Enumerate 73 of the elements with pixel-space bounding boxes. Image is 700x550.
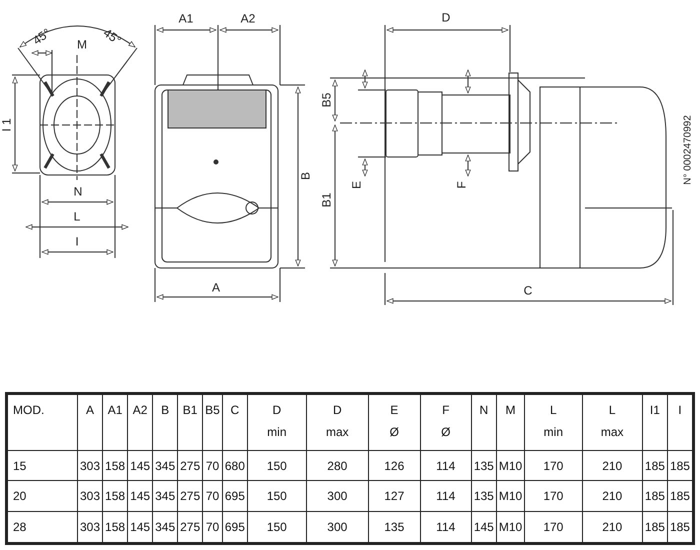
dimension-label: A <box>212 282 220 294</box>
dimension-label: B5 <box>320 92 334 108</box>
dimension-value: 280 <box>306 450 368 481</box>
column-heading: I1 <box>642 394 668 450</box>
dimension-value: 145 <box>128 480 153 512</box>
dimension-label: 45° <box>100 26 124 48</box>
column-heading: L min <box>524 394 582 450</box>
column-heading: L max <box>582 394 642 450</box>
column-heading: B <box>152 394 178 450</box>
column-heading: A <box>78 394 103 450</box>
column-heading: MOD. <box>6 394 78 450</box>
dimension-label: B <box>300 172 312 180</box>
dimension-value: 114 <box>420 450 472 481</box>
dimension-value: 300 <box>306 480 368 512</box>
column-heading: E Ø <box>368 394 420 450</box>
column-heading: B5 <box>202 394 222 450</box>
dimension-value: 70 <box>202 450 222 481</box>
dimension-value: 126 <box>368 450 420 481</box>
dimension-label: I 1 <box>0 118 14 132</box>
dimension-value: 170 <box>524 480 582 512</box>
dimension-value: 127 <box>368 480 420 512</box>
column-heading: N <box>471 394 496 450</box>
dimension-value: 158 <box>102 450 128 481</box>
column-heading: A2 <box>128 394 153 450</box>
dimension-value: 275 <box>178 450 203 481</box>
dimension-label: F <box>456 181 468 189</box>
dimension-value: 303 <box>78 480 103 512</box>
dimension-value: 158 <box>102 511 128 544</box>
dimension-value: M10 <box>496 480 525 512</box>
model-number: 20 <box>6 480 78 512</box>
dimension-value: 275 <box>178 511 203 544</box>
dimension-value: 345 <box>152 511 178 544</box>
dimension-label: D <box>442 12 450 24</box>
dimension-value: 150 <box>247 480 306 512</box>
dimension-label: A2 <box>240 12 256 26</box>
dimension-label: B1 <box>320 192 334 208</box>
dimension-value: 695 <box>222 480 248 512</box>
column-heading: F Ø <box>420 394 472 450</box>
column-heading: B1 <box>178 394 203 450</box>
dimension-value: 185 <box>642 480 668 512</box>
dimension-label: C <box>524 284 532 298</box>
column-heading: A1 <box>102 394 128 450</box>
dimension-value: 114 <box>420 480 472 512</box>
column-heading: D max <box>306 394 368 450</box>
dimension-value: 150 <box>247 450 306 481</box>
dimension-value: 680 <box>222 450 248 481</box>
dimension-value: 345 <box>152 450 178 481</box>
dimension-value: 70 <box>202 480 222 512</box>
dimension-value: 145 <box>128 450 153 481</box>
column-heading: D min <box>247 394 306 450</box>
dimension-value: 185 <box>642 450 668 481</box>
column-heading: C <box>222 394 248 450</box>
dimension-value: 135 <box>471 450 496 481</box>
dimension-label: I <box>75 236 79 248</box>
dimension-value: 345 <box>152 480 178 512</box>
dimension-value: M10 <box>496 450 525 481</box>
dimension-value: 210 <box>582 450 642 481</box>
column-heading: M <box>496 394 525 450</box>
dimension-value: 275 <box>178 480 203 512</box>
dimension-label: E <box>350 181 364 189</box>
dimension-value: 170 <box>524 450 582 481</box>
dimension-label: A1 <box>178 12 194 26</box>
drawing-number: N° 0002470992 <box>682 115 694 185</box>
dimension-label: M <box>77 38 87 52</box>
dimension-value: 210 <box>582 480 642 512</box>
dimension-value: 135 <box>471 480 496 512</box>
dimension-label: L <box>74 210 80 224</box>
dimension-value: 303 <box>78 450 103 481</box>
model-number: 15 <box>6 450 78 481</box>
dimension-value: 303 <box>78 511 103 544</box>
dimension-label: 45° <box>30 26 54 48</box>
dimension-label: N <box>74 186 82 198</box>
dimension-value: 158 <box>102 480 128 512</box>
